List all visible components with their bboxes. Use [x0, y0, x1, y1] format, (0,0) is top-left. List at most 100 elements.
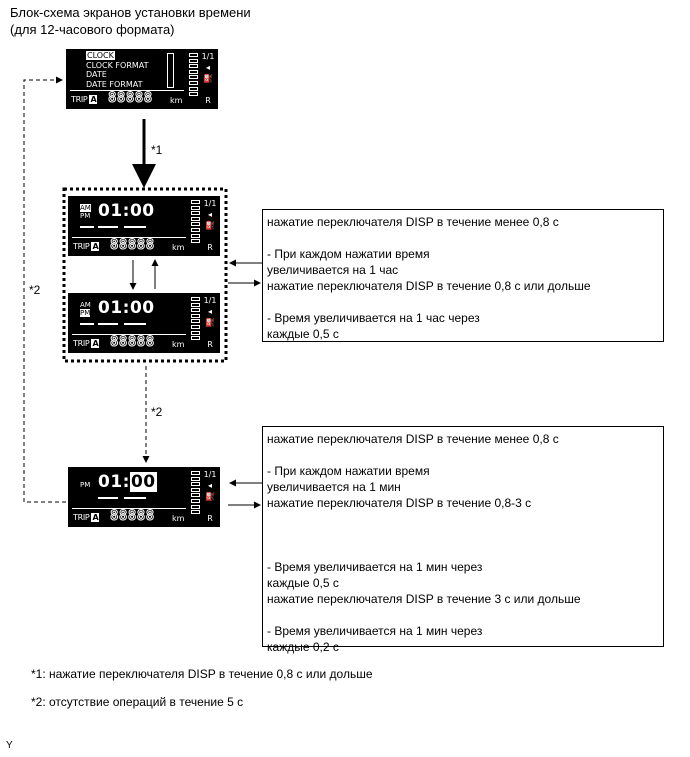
gauge-labels: 1/1 ◂ ⛽ R	[201, 51, 215, 107]
box2-line-8: - Время увеличивается на 1 мин через	[267, 624, 483, 638]
odometer: 88888	[110, 334, 155, 351]
odometer: 88888	[110, 508, 155, 525]
arrow-label-star2-left: *2	[29, 283, 41, 297]
box2-line-1: нажатие переключателя DISP в течение мен…	[267, 432, 559, 446]
gauge-reserve-label: R	[207, 340, 213, 349]
fuel-pump-icon: ◂	[207, 210, 212, 219]
box1-line-5: - Время увеличивается на 1 час через	[267, 311, 480, 325]
box2-line-5: - Время увеличивается на 1 мин через	[267, 560, 483, 574]
separator	[72, 334, 186, 335]
scroll-indicator	[167, 53, 174, 88]
underline	[98, 323, 118, 325]
box2-line-6: каждые 0,5 с	[267, 576, 339, 590]
underline	[124, 226, 146, 228]
am-indicator: AM	[80, 204, 91, 212]
box1-line-3: увеличивается на 1 час	[267, 263, 399, 277]
fuel-gauge	[189, 53, 198, 105]
underline	[98, 226, 118, 228]
diagram-title: Блок-схема экранов установки времени (дл…	[10, 4, 251, 38]
odometer: 88888	[108, 90, 153, 107]
menu-item-date-format: DATE FORMAT	[86, 79, 143, 89]
fuel-gauge	[191, 297, 200, 349]
clock-time: 01:00	[98, 298, 155, 318]
menu-item-clock: CLOCK	[86, 51, 115, 60]
box2-line-9: каждые 0,2 с	[267, 640, 339, 654]
underline	[80, 226, 94, 228]
footnote-2: *2: отсутствие операций в течение 5 с	[31, 695, 244, 709]
fuel-icon: ⛽	[205, 221, 215, 230]
gauge-reserve-label: R	[207, 514, 213, 523]
pm-indicator: PM	[80, 309, 91, 317]
clock-minutes: 00	[129, 472, 157, 492]
underline	[98, 497, 118, 499]
group-border	[62, 187, 228, 363]
box1-line-6: каждые 0,5 с	[267, 327, 339, 341]
clock-hour: 01:	[98, 472, 130, 492]
hour-instructions-box: нажатие переключателя DISP в течение мен…	[262, 209, 664, 342]
clock-hour: 01	[98, 201, 123, 221]
screen-menu: CLOCK CLOCK FORMAT DATE DATE FORMAT 1/1 …	[66, 49, 218, 109]
gauge-full-label: 1/1	[201, 52, 215, 61]
arrow-4-to-1-loop	[23, 76, 66, 503]
odometer-unit: km	[172, 243, 185, 252]
separator	[72, 508, 186, 509]
fuel-pump-icon: ◂	[205, 63, 210, 72]
gauge-full-label: 1/1	[203, 199, 217, 208]
pm-indicator: PM	[80, 212, 91, 220]
odometer-unit: km	[172, 340, 185, 349]
fuel-icon: ⛽	[203, 74, 213, 83]
clock-minutes: :00	[122, 298, 155, 318]
am-pm-selector: AM PM	[80, 301, 91, 317]
trip-letter: A	[91, 242, 100, 251]
fuel-gauge	[191, 200, 200, 252]
fuel-gauge	[191, 471, 200, 523]
trip-letter: A	[91, 339, 100, 348]
box2-line-3: увеличивается на 1 мин	[267, 480, 401, 494]
separator	[72, 237, 186, 238]
gauge-reserve-label: R	[205, 96, 211, 105]
gauge-labels: 1/1 ◂ ⛽ R	[203, 469, 217, 525]
clock-time: 01:00	[98, 472, 157, 492]
gauge-full-label: 1/1	[203, 470, 217, 479]
odometer-unit: km	[172, 514, 185, 523]
box2-line-4: нажатие переключателя DISP в течение 0,8…	[267, 496, 532, 510]
clock-menu: CLOCK CLOCK FORMAT DATE DATE FORMAT	[86, 51, 149, 89]
title-line-1: Блок-схема экранов установки времени	[10, 5, 251, 20]
menu-item-clock-format: CLOCK FORMAT	[86, 60, 149, 70]
arrow-label-star2-mid: *2	[151, 405, 163, 419]
gauge-full-label: 1/1	[203, 296, 217, 305]
footnote-1: *1: нажатие переключателя DISP в течение…	[31, 667, 373, 681]
title-line-2: (для 12-часового формата)	[10, 22, 175, 37]
separator	[70, 90, 184, 91]
underline	[124, 497, 146, 499]
fuel-icon: ⛽	[205, 318, 215, 327]
gauge-labels: 1/1 ◂ ⛽ R	[203, 295, 217, 351]
gauge-labels: 1/1 ◂ ⛽ R	[203, 198, 217, 254]
am-indicator: AM	[80, 301, 91, 309]
box1-line-4: нажатие переключателя DISP в течение 0,8…	[267, 279, 591, 293]
underline	[80, 323, 94, 325]
fuel-pump-icon: ◂	[207, 481, 212, 490]
pm-indicator: PM	[80, 481, 91, 489]
odometer-unit: km	[170, 96, 183, 105]
corner-mark: Y	[6, 740, 13, 751]
minute-instructions-box: нажатие переключателя DISP в течение мен…	[262, 426, 664, 654]
odometer: 88888	[110, 237, 155, 254]
am-pm-selector: AM PM	[80, 204, 91, 220]
box2-line-7: нажатие переключателя DISP в течение 3 с…	[267, 592, 581, 606]
menu-item-date: DATE	[86, 70, 107, 79]
trip-letter: A	[91, 513, 100, 522]
clock-hour: 01	[98, 298, 123, 318]
arrow-label-star1: *1	[151, 143, 163, 157]
box2-line-2: - При каждом нажатии время	[267, 464, 430, 478]
fuel-icon: ⛽	[205, 492, 215, 501]
fuel-pump-icon: ◂	[207, 307, 212, 316]
gauge-reserve-label: R	[207, 243, 213, 252]
